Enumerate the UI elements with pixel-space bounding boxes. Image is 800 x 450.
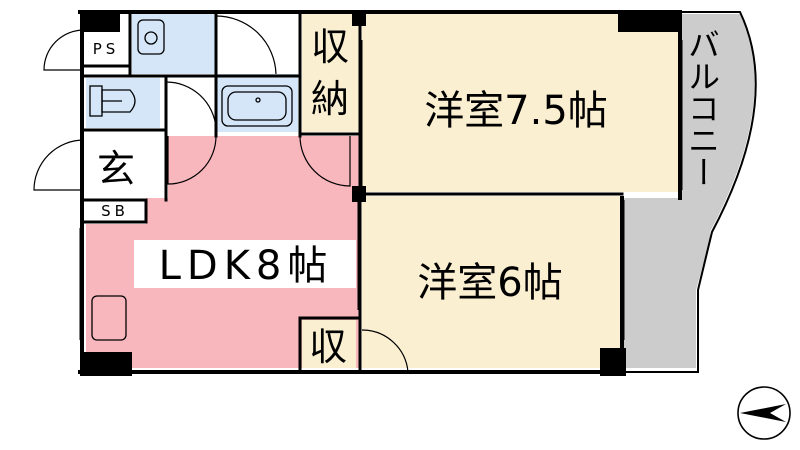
washbasin-icon (137, 19, 165, 55)
bathroom-area (216, 74, 298, 132)
entrance-label: 玄 (97, 147, 135, 191)
pillars (80, 10, 682, 376)
ldk-label: LDK8帖 (159, 243, 334, 289)
storage-top-label-2: 納 (311, 77, 349, 121)
balcony-area (622, 14, 755, 368)
window-marks (79, 40, 683, 340)
kitchen-sink-icon (91, 295, 127, 341)
bathtub-icon (221, 85, 293, 127)
bedroom-small-area (362, 196, 620, 368)
balcony-label: バルコニー (683, 28, 721, 188)
ps-label: PS (93, 40, 120, 58)
storage-top-area (302, 14, 360, 132)
shoe-box-label: SB (101, 202, 129, 220)
bedroom-large-area (362, 14, 678, 192)
walls (78, 10, 757, 374)
storage-small-area (302, 320, 356, 368)
bedroom-large-label: 洋室7.5帖 (424, 88, 608, 134)
toilet-icon (89, 85, 136, 117)
storage-top-label-1: 収 (311, 25, 349, 69)
north-arrow-icon (737, 386, 791, 440)
doors (33, 15, 409, 373)
storage-small-label: 収 (309, 325, 347, 369)
washroom-area (132, 14, 216, 74)
bedroom-small-label: 洋室6帖 (417, 260, 562, 306)
